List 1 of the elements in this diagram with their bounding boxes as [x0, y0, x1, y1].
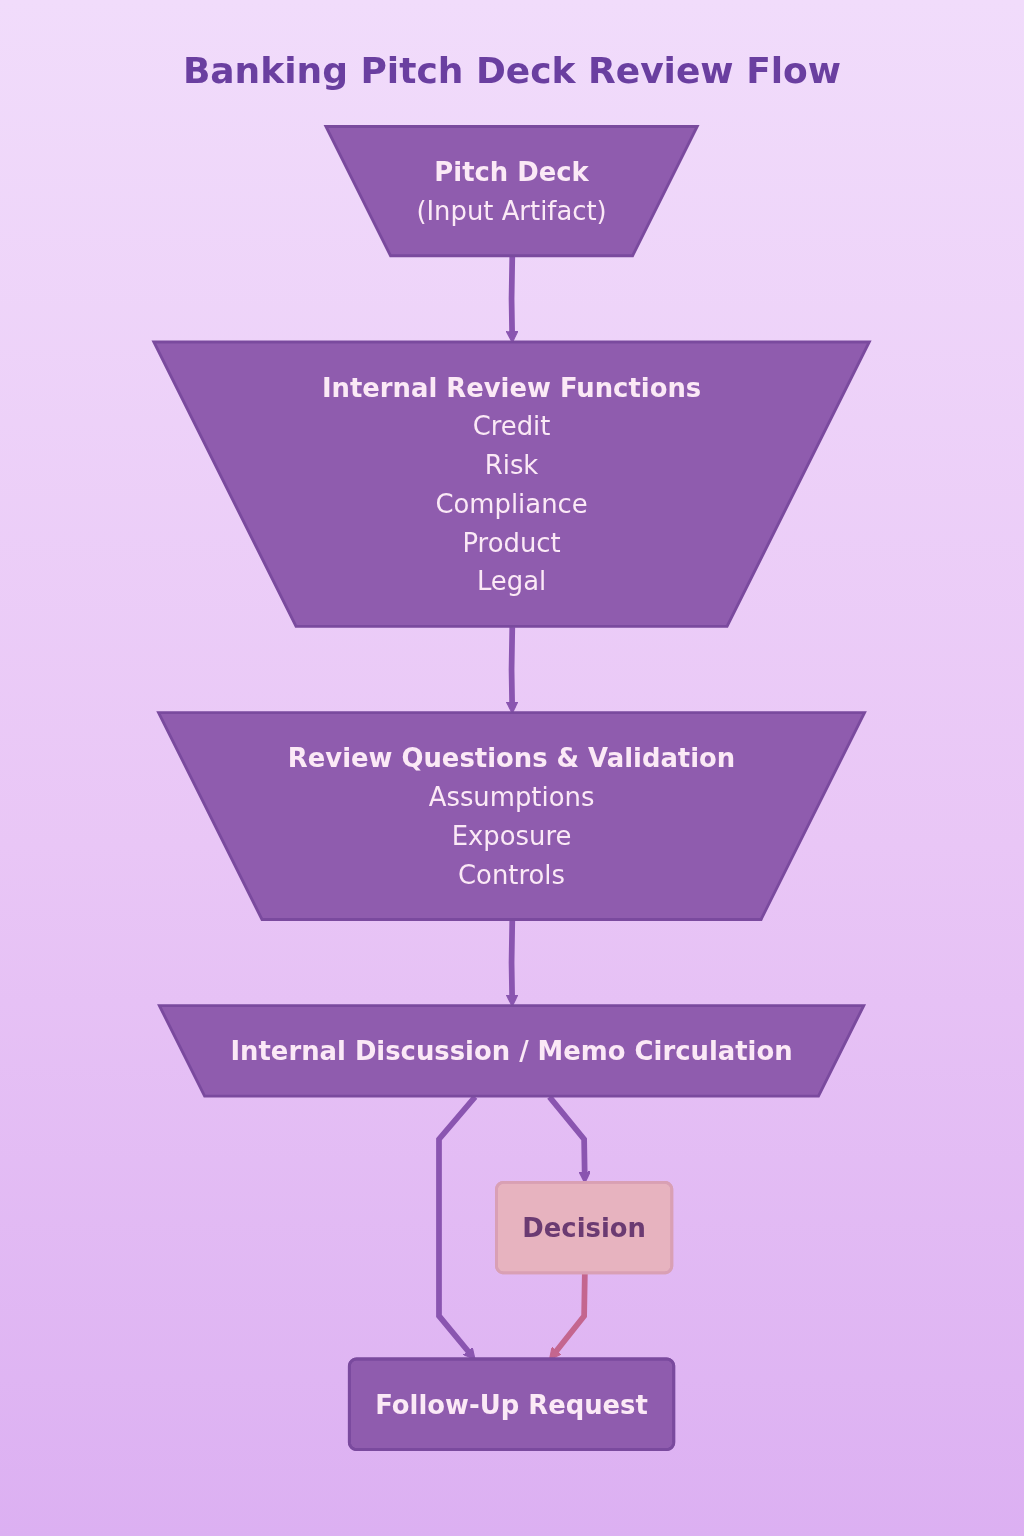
diagram-title: Banking Pitch Deck Review Flow	[182, 50, 842, 91]
